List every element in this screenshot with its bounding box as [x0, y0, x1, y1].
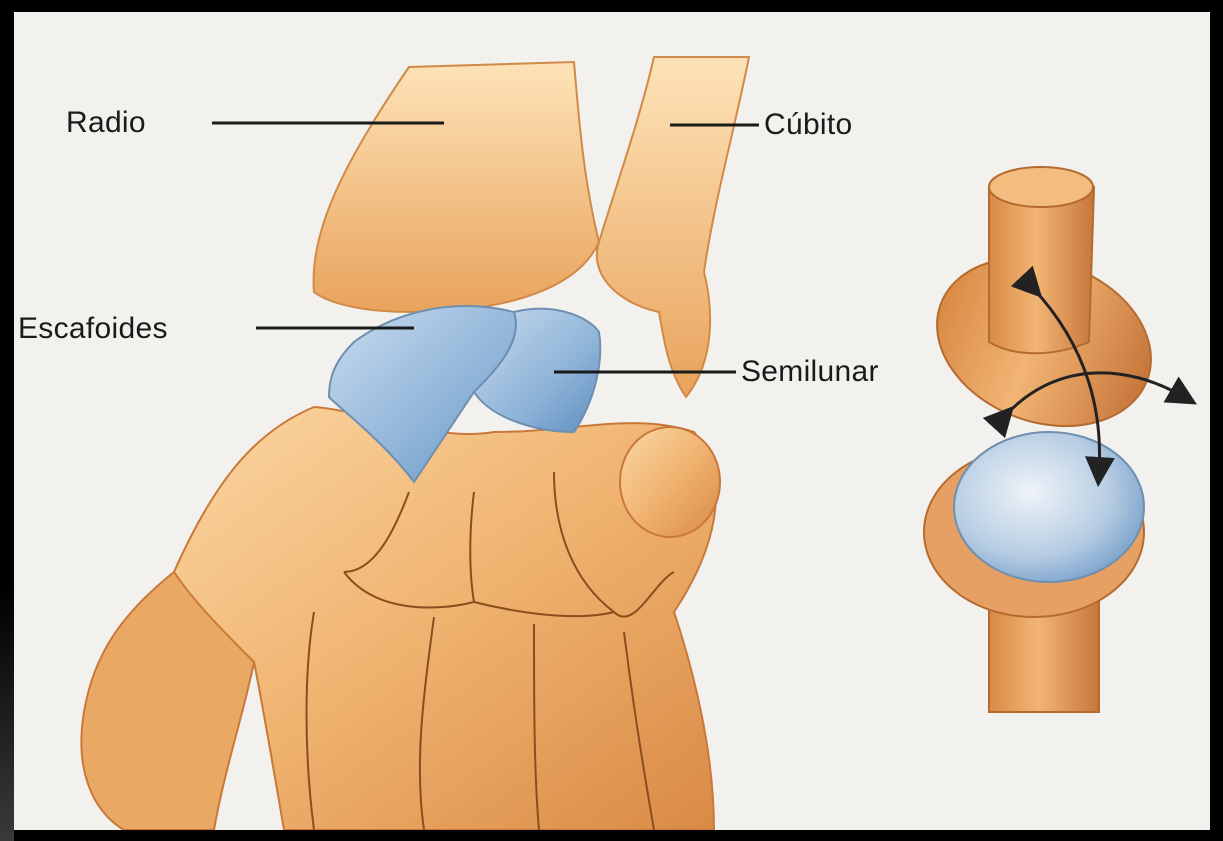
label-escafoides: Escafoides [18, 312, 168, 346]
label-semilunar: Semilunar [741, 355, 879, 389]
frame-edge [0, 0, 14, 841]
articular-cartilage [954, 432, 1144, 582]
wrist-bones-drawing [14, 12, 1210, 830]
condyloid-joint-model [913, 167, 1174, 712]
anatomy-illustration: Radio Cúbito Escafoides Semilunar [14, 12, 1210, 830]
radius-bone [314, 62, 599, 312]
label-radio: Radio [66, 106, 146, 140]
pisiform-bone [620, 427, 720, 537]
ulna-bone [597, 57, 749, 397]
label-cubito: Cúbito [764, 108, 853, 142]
